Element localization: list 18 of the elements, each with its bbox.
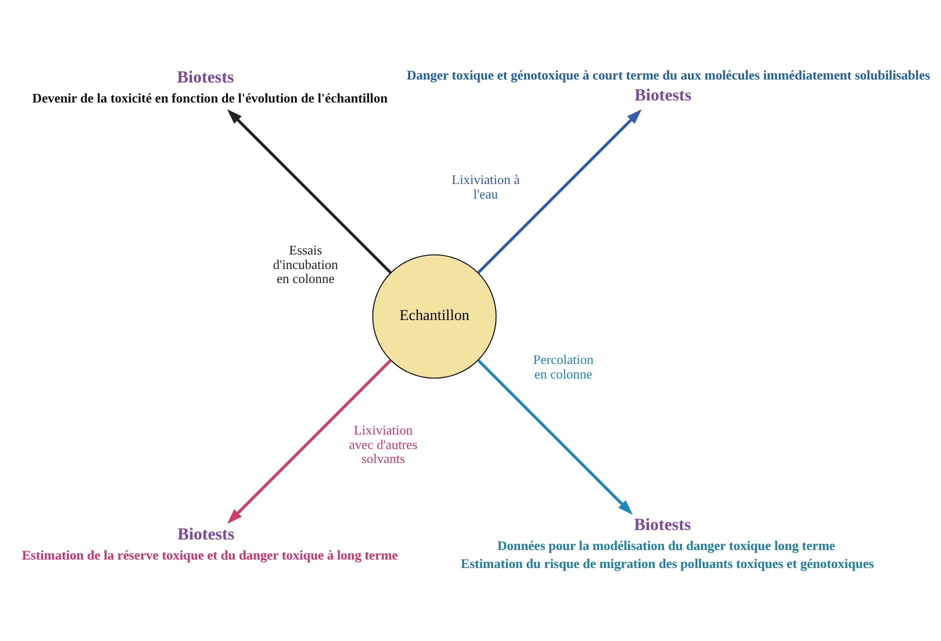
arrow <box>477 358 633 514</box>
edge-label: Percolation en colonne <box>533 352 594 381</box>
edge-label: Essais d'incubation en colonne <box>273 242 338 286</box>
node-text: Biotests <box>176 67 234 86</box>
node-text: Biotests <box>634 85 692 104</box>
edge-label: Lixiviation avec d'autres solvants <box>349 422 418 466</box>
node-text: Biotests <box>177 524 234 544</box>
arrow <box>477 108 642 274</box>
node-label: Devenir de la toxicité en fonction de l'évolution de l'échantillon <box>32 90 388 105</box>
node-label: Danger toxique et génotoxique à court terme du aux molécules immédiatement solubilisables <box>406 67 930 82</box>
node-circle: Echantillon <box>372 254 497 378</box>
node-label: Estimation du risque de migration des polluants toxiques et génotoxiques <box>460 555 874 570</box>
node-label: Estimation de la réserve toxique et du danger toxique à long terme <box>22 546 398 562</box>
arrow <box>227 108 392 274</box>
node-text: Biotests <box>634 514 691 534</box>
node-label: Données pour la modélisation du danger toxique long terme <box>497 537 836 552</box>
edge-label: Lixiviation à l'eau <box>452 172 520 201</box>
arrow <box>227 358 392 524</box>
